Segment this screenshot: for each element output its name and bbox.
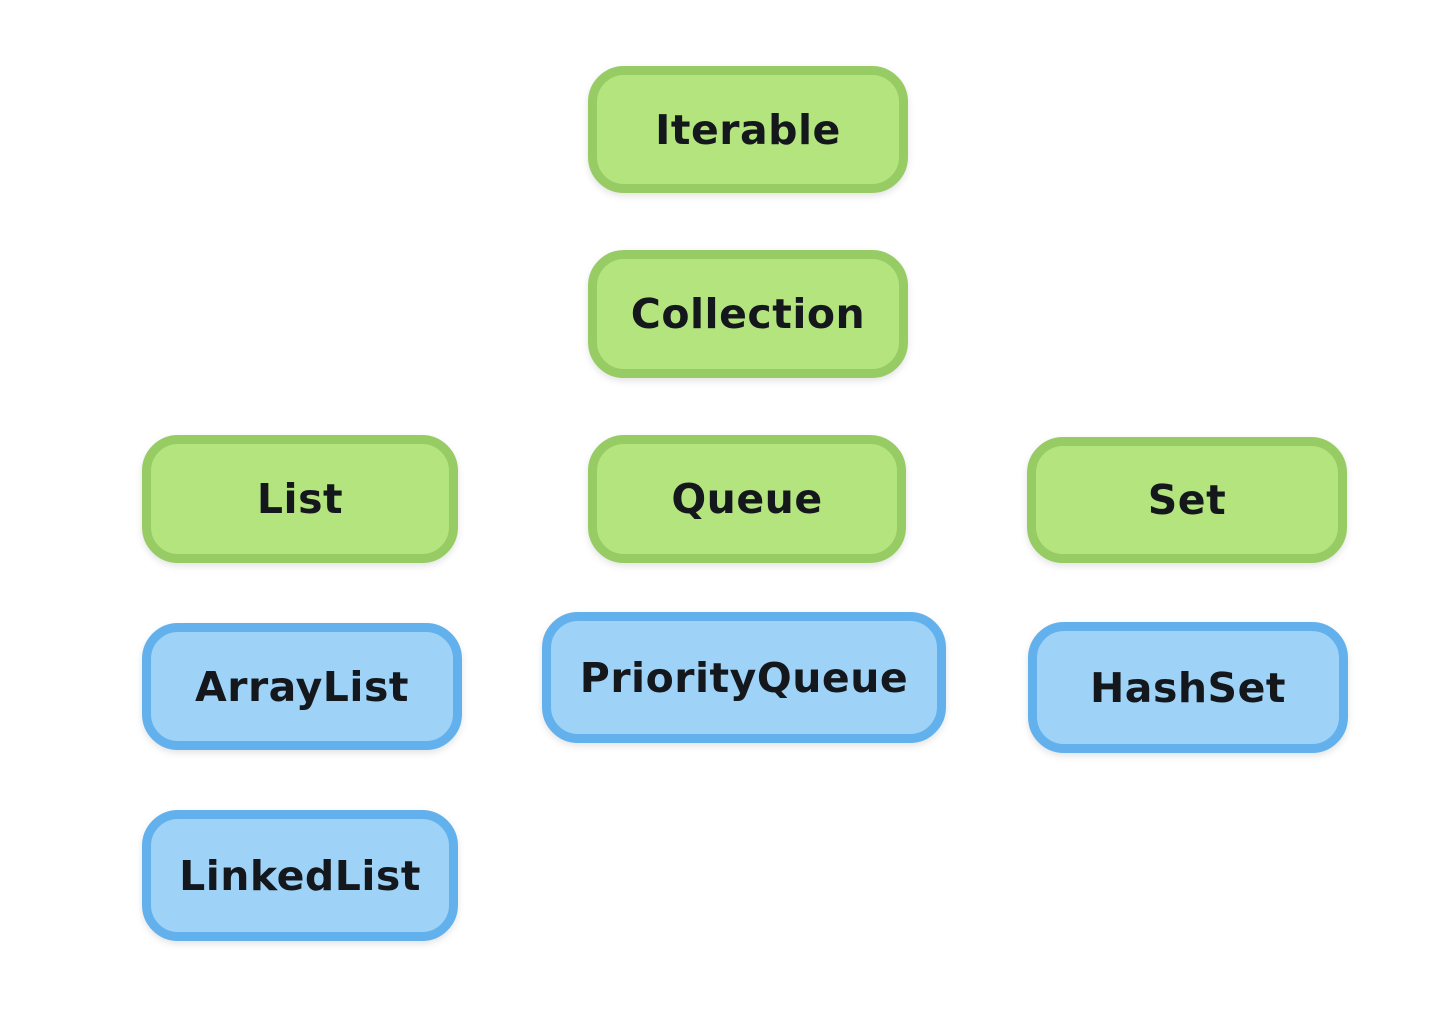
- node-iterable: Iterable: [588, 66, 908, 193]
- node-collection: Collection: [588, 250, 908, 378]
- node-linkedlist: LinkedList: [142, 810, 458, 941]
- node-arraylist: ArrayList: [142, 623, 462, 750]
- node-hashset: HashSet: [1028, 622, 1348, 753]
- node-set: Set: [1027, 437, 1347, 563]
- node-queue: Queue: [588, 435, 906, 563]
- node-list: List: [142, 435, 458, 563]
- node-priorityqueue: PriorityQueue: [542, 612, 946, 743]
